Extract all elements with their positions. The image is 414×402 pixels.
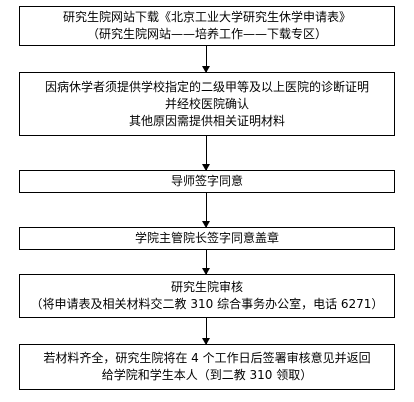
- step-3-line-1: 导师签字同意: [170, 174, 243, 188]
- arrow-2-to-3: [202, 136, 210, 171]
- step-6-line-2: 给学院和学生本人（到二教 310 领取）: [101, 368, 313, 382]
- step-5-line-1: 研究生院审核: [170, 280, 243, 294]
- step-5-box: 研究生院审核 （将申请表及相关材料交二教 310 综合事务办公室，电话 6271…: [19, 274, 395, 318]
- arrow-1-to-2: [202, 46, 210, 73]
- arrow-3-to-4: [202, 193, 210, 228]
- step-2-line-2: 并经校医院确认: [164, 96, 249, 111]
- step-4-line-1: 学院主管院长签字同意盖章: [134, 231, 279, 245]
- arrow-4-to-5: [202, 250, 210, 275]
- step-2-line-1: 因病休学者须提供学校指定的二级甲等及以上医院的诊断证明: [44, 79, 369, 94]
- step-5-line-2: （将申请表及相关材料交二教 310 综合事务办公室，电话 6271）: [30, 297, 384, 311]
- step-1-line-1: 研究生院网站下载《北京工业大学研究生休学申请表》: [62, 10, 351, 24]
- step-6-line-1: 若材料齐全，研究生院将在 4 个工作日后签署审核意见并返回: [43, 351, 371, 365]
- step-1-box: 研究生院网站下载《北京工业大学研究生休学申请表》 （研究生院网站——培养工作——…: [19, 6, 395, 46]
- step-2-box: 因病休学者须提供学校指定的二级甲等及以上医院的诊断证明 并经校医院确认 其他原因…: [19, 72, 395, 136]
- step-2-line-3: 其他原因需提供相关证明材料: [128, 113, 285, 128]
- step-1-line-2: （研究生院网站——培养工作——下载专区）: [86, 27, 327, 41]
- step-3-box: 导师签字同意: [19, 170, 395, 193]
- step-4-box: 学院主管院长签字同意盖章: [19, 227, 395, 250]
- step-6-box: 若材料齐全，研究生院将在 4 个工作日后签署审核意见并返回 给学院和学生本人（到…: [19, 344, 395, 390]
- arrow-5-to-6: [202, 318, 210, 345]
